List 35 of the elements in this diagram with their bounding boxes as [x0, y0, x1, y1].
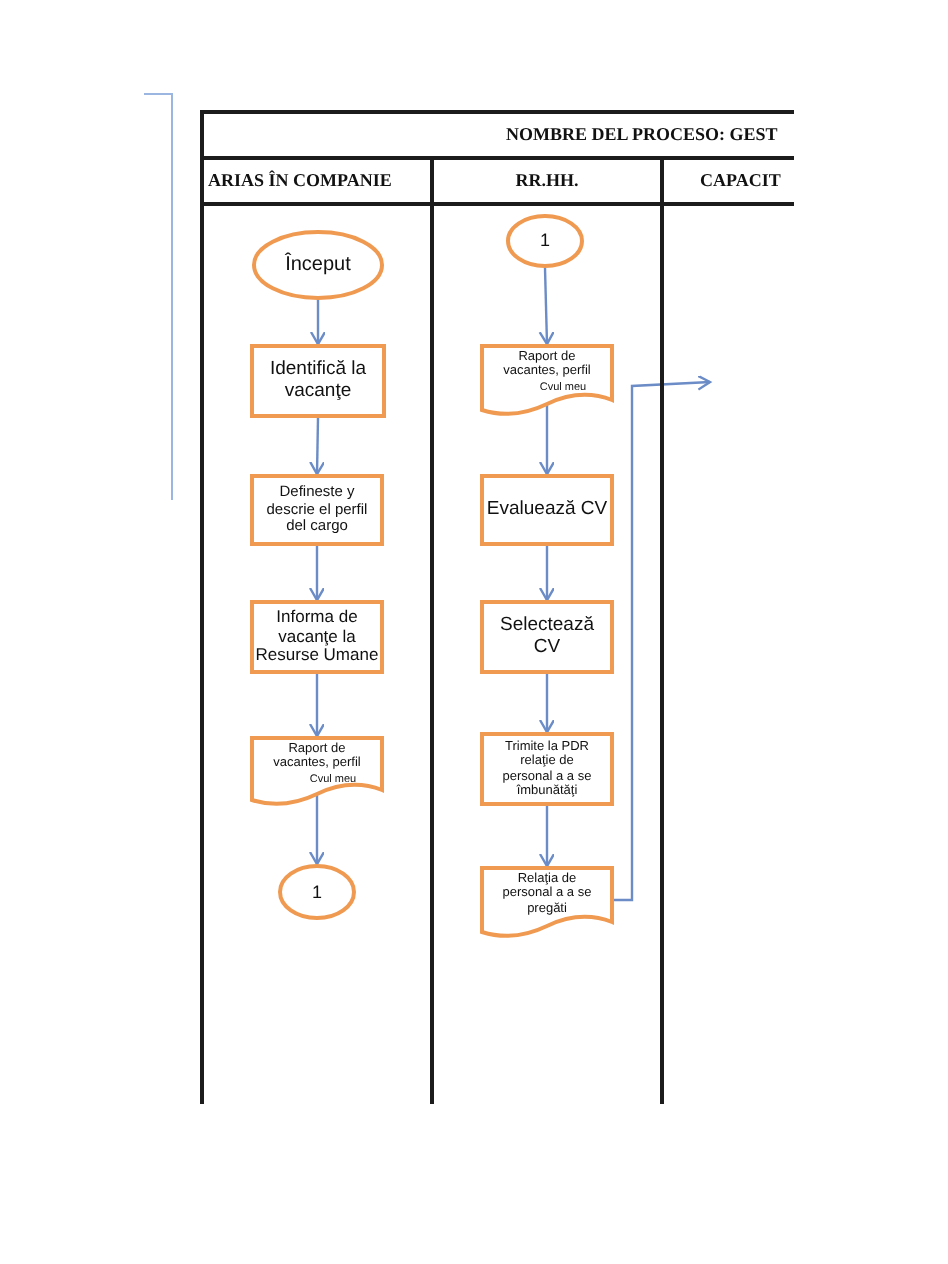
document-shape [250, 736, 384, 808]
step-text: Identifică la vacanţe [267, 359, 369, 403]
connector-number: 1 [311, 881, 322, 903]
arrow [538, 806, 556, 868]
step-text: Evaluează CV [486, 499, 608, 521]
document-shape [480, 344, 614, 418]
process-box [480, 474, 614, 546]
arrow [308, 674, 326, 738]
arrow [538, 546, 556, 602]
step-text: Informa de vacanţe la Resurse Umane [255, 607, 379, 667]
start-text: Început [285, 253, 351, 277]
document-shape [480, 866, 614, 940]
arrow [308, 794, 326, 866]
process-title: NOMBRE DEL PROCESO: GEST [200, 110, 794, 160]
process-box [250, 344, 386, 418]
connector-number: 1 [539, 230, 550, 252]
swimlane [200, 160, 434, 1104]
connector-circle [506, 214, 584, 268]
step-text: Selectează CV [497, 615, 596, 659]
start-ellipse [252, 230, 384, 300]
arrow [538, 404, 556, 476]
lane-header: ARIAS ÎN COMPANIE [204, 160, 430, 206]
process-box [250, 474, 384, 546]
arrow [538, 267, 555, 346]
lane-header: RR.HH. [434, 160, 660, 206]
arrow [308, 546, 326, 602]
arrow [309, 417, 326, 476]
swimlane [434, 160, 664, 1104]
connector-circle [278, 864, 356, 920]
process-box [480, 600, 614, 674]
arrow [309, 300, 327, 346]
arrow [614, 374, 712, 902]
lane-header: CAPACIT [664, 160, 794, 206]
arrow [538, 674, 556, 734]
process-box [480, 732, 614, 806]
